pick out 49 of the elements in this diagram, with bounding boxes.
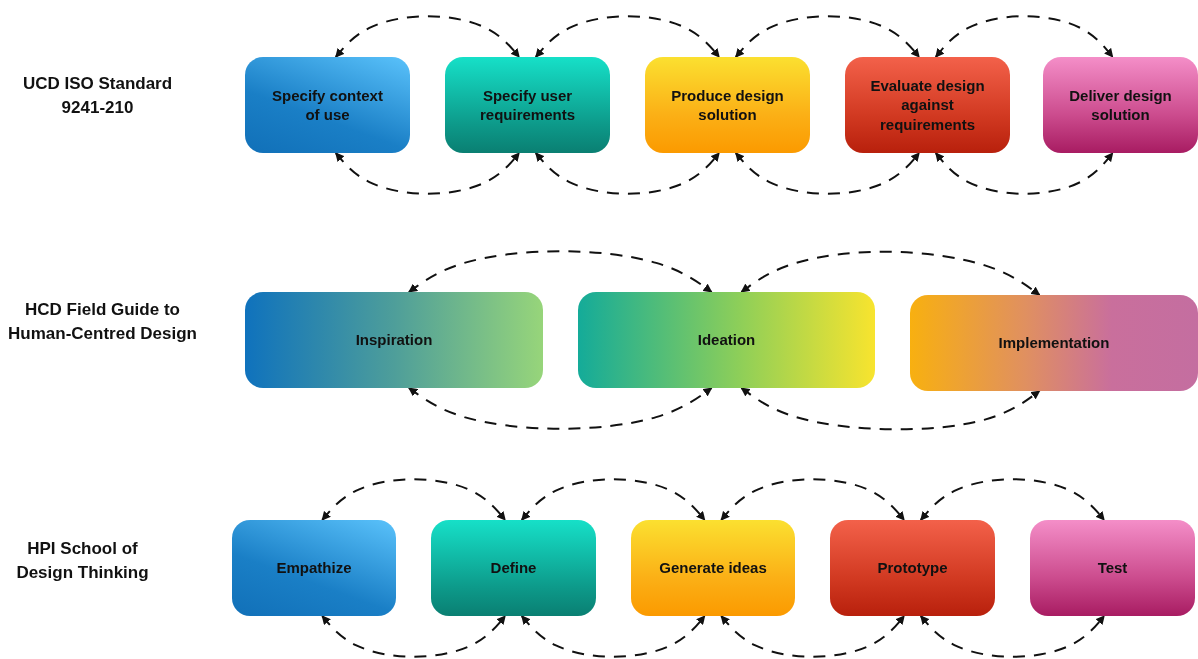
double-arrow: [334, 15, 521, 58]
double-arrow: [740, 250, 1041, 296]
step-label: Specify user requirements: [478, 85, 576, 125]
double-arrow: [734, 15, 921, 58]
process-box: [645, 57, 810, 153]
double-arrow: [919, 478, 1106, 521]
double-arrow: [520, 615, 706, 658]
double-arrow: [407, 387, 713, 430]
process-box: [910, 295, 1198, 391]
double-arrow: [321, 478, 507, 521]
process-box: [245, 57, 410, 153]
process-box: [830, 520, 995, 616]
step-label: Empathize: [276, 558, 352, 578]
row-heading: HPI School of Design Thinking: [15, 538, 150, 584]
double-arrow: [720, 478, 906, 521]
step-label: Ideation: [697, 330, 756, 350]
double-arrow: [534, 152, 721, 195]
row-heading: HCD Field Guide to Human-Centred Design: [7, 299, 198, 345]
process-box: [232, 520, 396, 616]
process-box: [1030, 520, 1195, 616]
double-arrow: [520, 478, 706, 521]
double-arrow: [321, 615, 507, 658]
process-box: [1043, 57, 1198, 153]
double-arrow: [334, 152, 521, 195]
process-box: [631, 520, 795, 616]
step-label: Specify context of use: [271, 85, 384, 125]
double-arrow: [720, 615, 906, 658]
row-heading: UCD ISO Standard 9241-210: [21, 73, 174, 119]
step-label: Evaluate design against requirements: [869, 75, 986, 135]
double-arrow: [740, 387, 1041, 431]
double-arrow: [934, 152, 1114, 195]
process-box: [845, 57, 1010, 153]
step-label: Prototype: [877, 558, 948, 578]
step-label: Produce design solution: [670, 85, 785, 125]
step-label: Inspiration: [355, 330, 433, 350]
process-box: [445, 57, 610, 153]
double-arrow: [934, 15, 1114, 58]
step-label: Generate ideas: [659, 558, 767, 578]
step-label: Implementation: [998, 333, 1110, 353]
double-arrow: [919, 615, 1106, 658]
process-box: [431, 520, 596, 616]
step-label: Deliver design solution: [1068, 85, 1173, 125]
step-label: Define: [490, 558, 537, 578]
process-box: [245, 292, 543, 388]
process-box: [578, 292, 875, 388]
double-arrow: [534, 15, 721, 58]
double-arrow: [734, 152, 921, 195]
double-arrow: [407, 250, 713, 293]
step-label: Test: [1097, 558, 1128, 578]
